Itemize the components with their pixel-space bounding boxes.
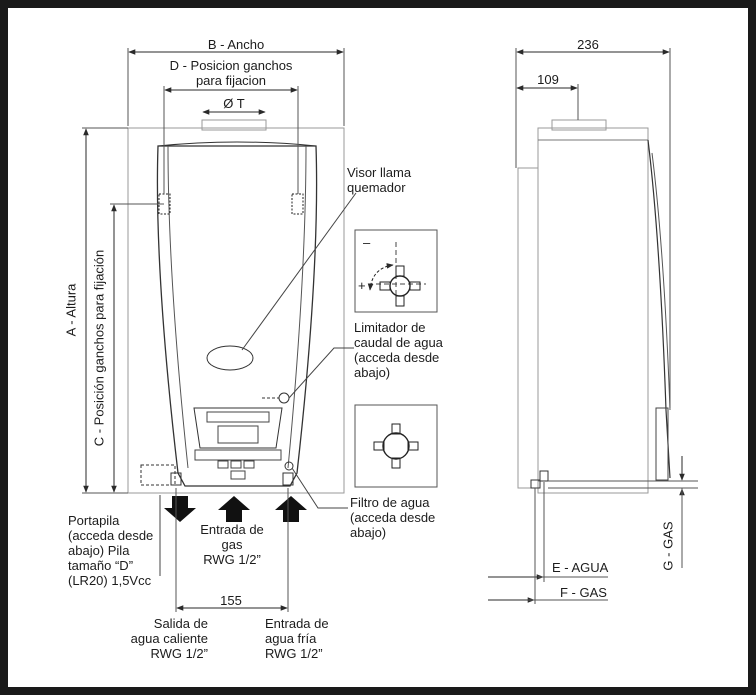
- flame-viewer-line2: quemador: [347, 180, 406, 195]
- gas-dimension-label: F - GAS: [560, 585, 607, 600]
- knob-right: [243, 460, 255, 469]
- hot-out-line2: agua caliente: [130, 631, 208, 646]
- panel-top-strip: [206, 411, 270, 423]
- flame-viewer-label: Visor llama quemador: [347, 165, 411, 195]
- drawing-sheet: B - Ancho D - Posicion ganchos para fija…: [8, 8, 748, 687]
- cover-inner-right: [287, 145, 307, 469]
- hot-water-outlet-label: Salida de agua caliente RWG 1/2”: [108, 616, 208, 661]
- spacing-label: 155: [220, 593, 242, 608]
- depth-label: 236: [577, 37, 599, 52]
- flow-limiter-detail: [354, 229, 438, 313]
- gas-inlet-line1: Entrada de: [200, 522, 264, 537]
- flow-limiter-line2: caudal de agua: [354, 335, 443, 350]
- flame-viewer: [206, 345, 254, 371]
- water-filter-line3: abajo): [350, 525, 387, 540]
- cold-water-inlet-label: Entrada de agua fría RWG 1/2”: [265, 616, 329, 661]
- side-water-connector: [539, 470, 549, 482]
- detail2-lug-bottom: [391, 457, 401, 469]
- detail2-lug-top: [391, 423, 401, 435]
- flow-limiter-leader: [288, 347, 354, 399]
- flue-collar: [201, 119, 267, 131]
- hooks-top-line1: D - Posicion ganchos: [169, 58, 293, 73]
- battery-holder: [140, 464, 176, 486]
- side-cover-inner: [651, 152, 671, 411]
- battery-line5: (LR20) 1,5Vcc: [68, 573, 152, 588]
- detail1-lug-right: [409, 281, 421, 291]
- control-panel: [193, 407, 283, 449]
- battery-line2: (acceda desde: [68, 528, 154, 543]
- plus-sign: +: [358, 278, 366, 293]
- battery-line3: abajo) Pila: [68, 543, 130, 558]
- hot-out-line1: Salida de: [153, 616, 208, 631]
- knob-left: [217, 460, 229, 469]
- water-filter-line2: (acceda desde: [350, 510, 436, 525]
- flue-diameter-label: Ø T: [223, 96, 245, 111]
- hook-right: [291, 193, 304, 215]
- flue-offset-label: 109: [537, 72, 559, 87]
- flow-limiter-label: Limitador de caudal de agua (acceda desd…: [354, 320, 443, 380]
- gas-connector: [230, 470, 246, 480]
- water-filter-label: Filtro de agua (acceda desde abajo): [350, 495, 435, 540]
- battery-line4: tamaño “D”: [68, 558, 134, 573]
- flow-limiter-line4: abajo): [354, 365, 391, 380]
- knob-middle: [230, 460, 242, 469]
- gas-inlet-label: Entrada de gas RWG 1/2”: [188, 522, 276, 567]
- front-cover: [156, 145, 318, 487]
- detail2-lug-left: [373, 441, 385, 451]
- gas-height-label: G - GAS: [660, 521, 676, 571]
- hot-water-outlet-arrow: [164, 496, 196, 522]
- width-label: B - Ancho: [207, 37, 265, 52]
- cold-in-line3: RWG 1/2”: [265, 646, 323, 661]
- button-row: [194, 449, 282, 461]
- detail1-lug-left: [379, 281, 391, 291]
- hot-water-connector: [170, 472, 182, 486]
- hooks-side-label: C - Posición ganchos para fijación: [91, 249, 107, 447]
- water-filter-part: [284, 461, 294, 471]
- flow-limiter-part: [278, 392, 290, 404]
- cold-in-line2: agua fría: [265, 631, 317, 646]
- battery-label: Portapila (acceda desde abajo) Pila tama…: [68, 513, 153, 588]
- flame-viewer-leader: [241, 192, 357, 351]
- detail1-lug-top: [395, 265, 405, 277]
- front-casing-outline: [127, 127, 345, 494]
- hooks-top-label: D - Posicion ganchos para fijacion: [156, 58, 306, 88]
- hooks-top-line2: para fijacion: [195, 73, 267, 88]
- detail1-lug-bottom: [395, 295, 405, 307]
- flame-viewer-line1: Visor llama: [347, 165, 412, 180]
- water-dimension-label: E - AGUA: [552, 560, 609, 575]
- gas-inlet-line3: RWG 1/2”: [203, 552, 261, 567]
- side-flue-collar: [551, 119, 607, 131]
- detail1-knob: [389, 275, 411, 297]
- water-filter-leader: [291, 467, 348, 509]
- gas-inlet-line2: gas: [221, 537, 243, 552]
- hot-out-line3: RWG 1/2”: [150, 646, 208, 661]
- cold-water-inlet-arrow: [275, 496, 307, 522]
- display-window: [217, 425, 259, 444]
- gas-inlet-arrow: [218, 496, 250, 522]
- side-casing-outline: [537, 127, 649, 494]
- water-filter-detail: [354, 404, 438, 488]
- detail2-knob: [382, 432, 410, 460]
- flow-limiter-line1: Limitador de: [354, 320, 426, 335]
- detail2-lug-right: [407, 441, 419, 451]
- battery-line1: Portapila: [68, 513, 120, 528]
- technical-drawing: [82, 48, 698, 612]
- flow-limiter-line3: (acceda desde: [354, 350, 440, 365]
- side-control-panel: [655, 407, 669, 481]
- cold-water-connector: [282, 472, 294, 486]
- side-wall-bracket: [517, 167, 539, 489]
- height-label: A - Altura: [63, 283, 79, 337]
- cold-in-line1: Entrada de: [265, 616, 329, 631]
- side-cover-profile: [647, 139, 671, 479]
- minus-sign: –: [363, 235, 371, 250]
- water-filter-line1: Filtro de agua: [350, 495, 430, 510]
- cover-inner-left: [167, 145, 189, 469]
